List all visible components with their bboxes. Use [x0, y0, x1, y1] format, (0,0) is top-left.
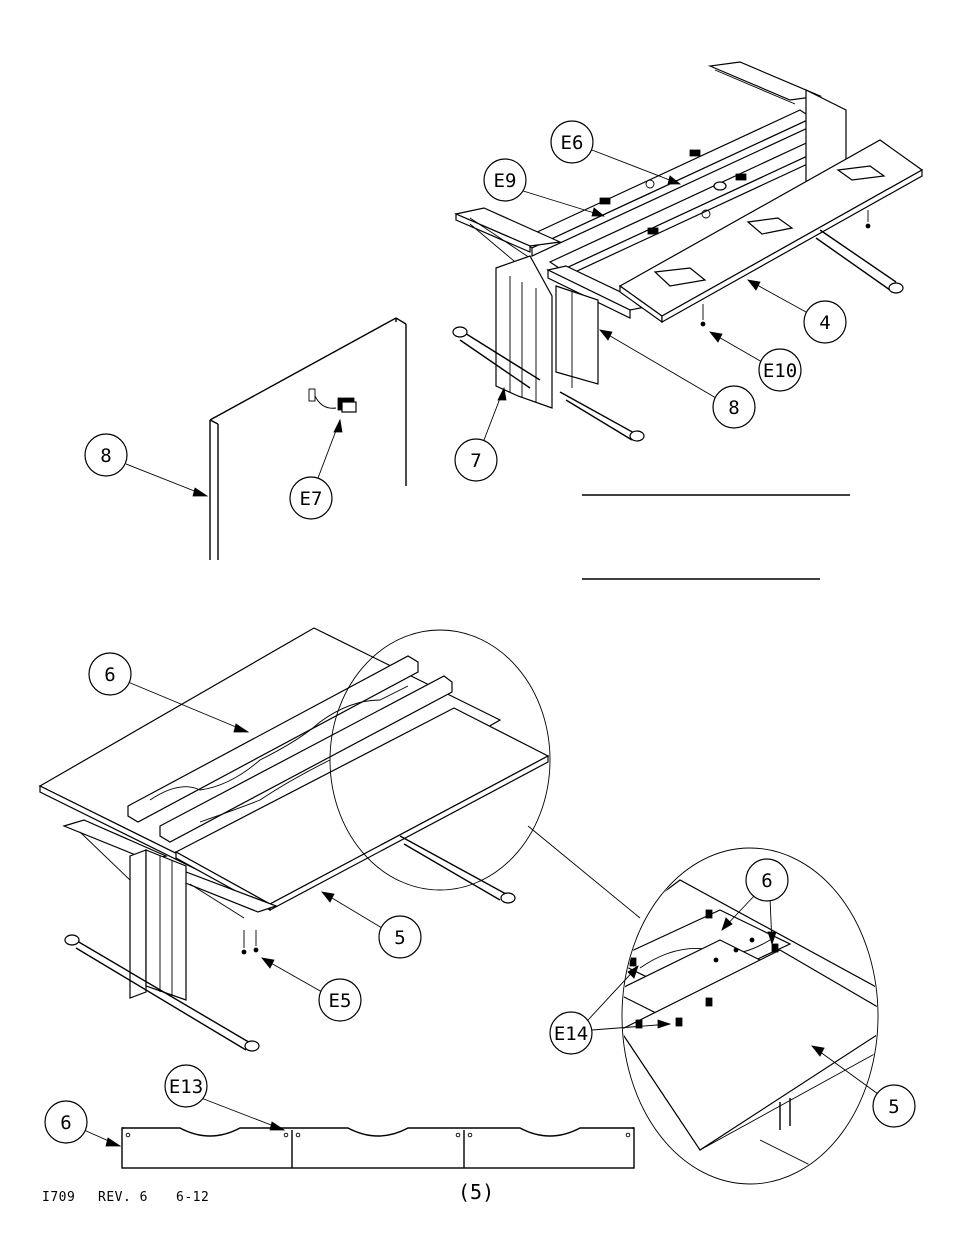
callout-7-label: 7 — [470, 450, 481, 472]
callout-e7-label: E7 — [300, 488, 323, 510]
callout-5-mid-label: 5 — [394, 927, 405, 949]
callout-8-top-label: 8 — [728, 397, 739, 419]
callout-e13-label: E13 — [169, 1076, 203, 1098]
callout-6-strip-label: 6 — [60, 1112, 71, 1134]
callout-4-label: 4 — [819, 312, 830, 334]
callout-6-mid: 6 — [88, 652, 250, 733]
panel-detail — [209, 317, 407, 560]
revision: REV. 6 — [98, 1190, 148, 1205]
callout-e10: E10 — [709, 331, 802, 392]
callout-7: 7 — [454, 386, 507, 482]
revision-date: 6-12 — [176, 1190, 210, 1205]
top-assembly — [452, 61, 924, 442]
middle-assembly — [38, 627, 550, 1052]
callout-e9-label: E9 — [494, 170, 517, 192]
callout-6-strip: 6 — [44, 1100, 122, 1147]
callout-e7: E7 — [289, 418, 343, 520]
callout-e5: E5 — [261, 957, 362, 1022]
callout-e9: E9 — [483, 158, 606, 217]
callout-e6-label: E6 — [561, 132, 584, 154]
page-number: (5) — [458, 1180, 495, 1204]
detail-circle-outline — [329, 629, 641, 919]
callout-8-left-label: 8 — [100, 445, 111, 467]
detail-view — [621, 847, 879, 1185]
callout-e13: E13 — [164, 1064, 286, 1131]
callout-5-detail-label: 5 — [888, 1096, 899, 1118]
callout-6-mid-label: 6 — [104, 664, 115, 686]
callout-5-detail: 5 — [811, 1045, 916, 1128]
doc-id: I709 — [42, 1190, 76, 1205]
callout-e5-label: E5 — [329, 990, 352, 1012]
callout-8-left: 8 — [84, 433, 209, 497]
callout-4: 4 — [747, 279, 847, 344]
callout-6-detail: 6 — [721, 858, 789, 946]
callout-8-top: 8 — [599, 329, 756, 429]
callout-e6: E6 — [550, 120, 682, 185]
callout-6-detail-label: 6 — [761, 870, 772, 892]
callout-e14: E14 — [549, 965, 672, 1055]
callout-e10-label: E10 — [763, 360, 797, 382]
strip-part-6 — [121, 1126, 635, 1169]
callout-e14-label: E14 — [554, 1023, 588, 1045]
callout-5-mid: 5 — [321, 891, 422, 959]
